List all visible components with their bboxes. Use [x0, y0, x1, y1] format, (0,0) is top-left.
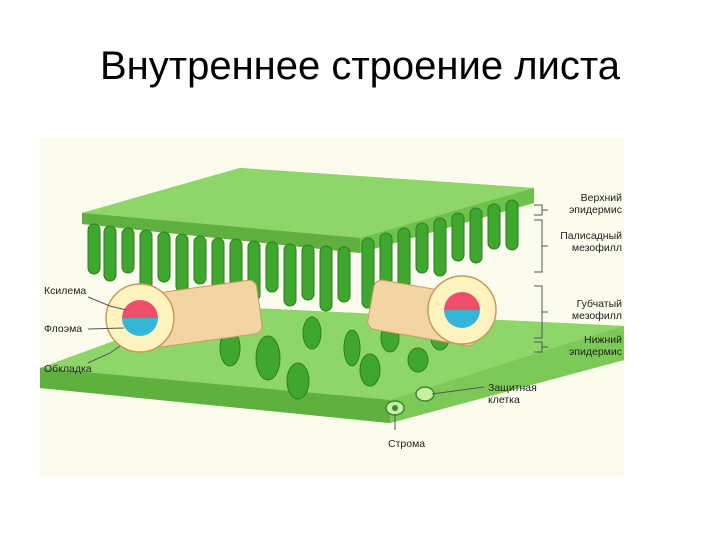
label-guard-cell-line2: клетка — [488, 394, 520, 406]
label-phloem: Флоэма — [44, 323, 83, 335]
label-upper-epidermis-line1: Верхний — [580, 192, 622, 204]
leaf-cross-section-illustration — [40, 168, 624, 430]
bottom-leaders — [394, 386, 485, 430]
right-brackets — [534, 204, 548, 353]
leaf-cross-section-figure: Верхний эпидермис Палисадный мезофилл Гу… — [40, 138, 624, 476]
label-guard-cell: Защитная клетка — [488, 382, 537, 406]
label-spongy-line1: Губчатый — [576, 298, 622, 310]
vascular-bundle-left — [105, 279, 263, 353]
label-lower-epidermis-line1: Нижний — [583, 334, 622, 346]
vascular-bundle-right — [367, 275, 497, 347]
label-lower-epidermis-line2: эпидермис — [568, 346, 622, 358]
label-upper-epidermis: Верхний эпидермис — [554, 192, 622, 216]
label-guard-cell-line1: Защитная — [488, 382, 537, 394]
palisade-mesophyll-cells — [87, 199, 519, 312]
label-spongy-line2: мезофилл — [571, 310, 622, 322]
label-palisade-mesophyll: Палисадный мезофилл — [546, 230, 622, 254]
left-leaders — [87, 296, 127, 364]
label-lower-epidermis: Нижний эпидермис — [554, 334, 622, 358]
label-palisade-line1: Палисадный — [560, 230, 622, 242]
label-xylem: Ксилема — [44, 285, 87, 297]
label-bundle-sheath: Обкладка — [44, 363, 92, 375]
label-palisade-line2: мезофилл — [571, 242, 622, 254]
slide-title: Внутреннее строение листа — [99, 44, 621, 88]
label-stoma: Строма — [388, 438, 426, 450]
upper-epidermis-layer — [82, 168, 534, 253]
label-upper-epidermis-line2: эпидермис — [568, 204, 622, 216]
label-spongy-mesophyll: Губчатый мезофилл — [554, 298, 622, 322]
